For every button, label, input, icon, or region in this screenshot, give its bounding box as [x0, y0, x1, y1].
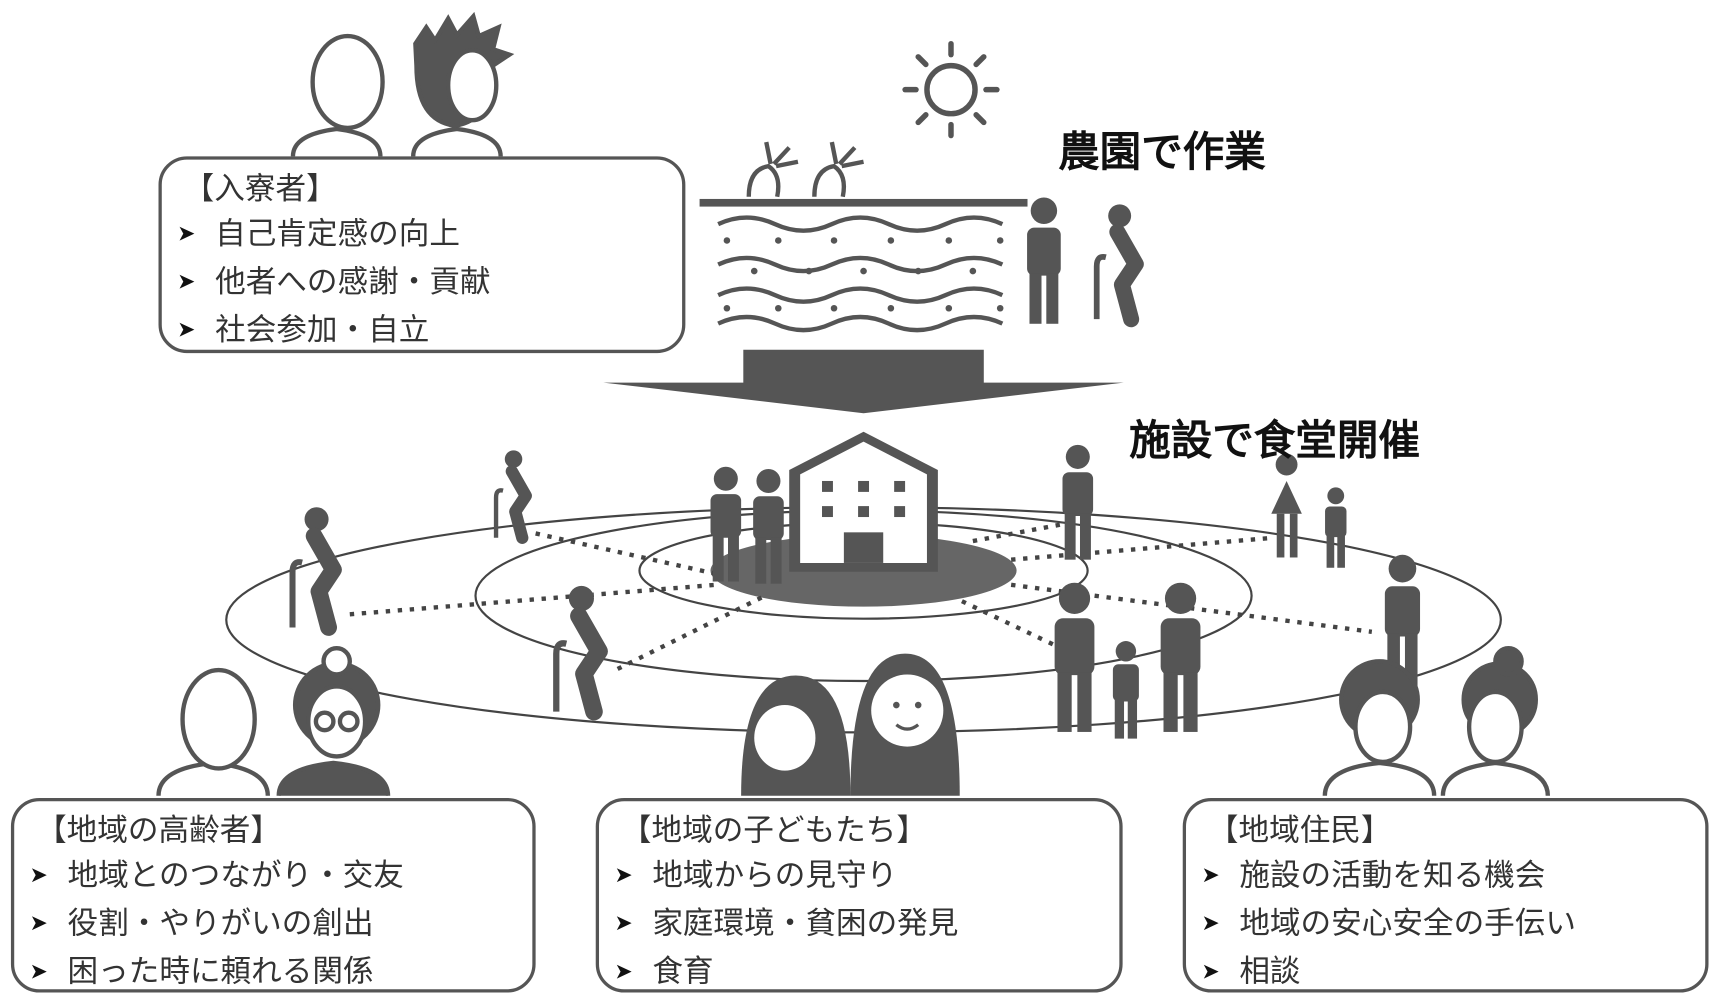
local-resident-avatars	[1322, 646, 1551, 796]
list-item: 食育	[614, 949, 1104, 997]
list-item: 施設の活動を知る機会	[1201, 853, 1690, 901]
list-item: 社会参加・自立	[177, 307, 667, 355]
cafeteria-heading: 施設で食堂開催	[1129, 416, 1420, 465]
list-item: 地域の安心安全の手伝い	[1201, 901, 1690, 949]
local-residents-box: 【地域住民】 施設の活動を知る機会 地域の安心安全の手伝い 相談	[1182, 797, 1709, 993]
carrot-icon	[746, 141, 864, 198]
box-title: 【入寮者】	[183, 170, 337, 207]
down-arrow	[603, 349, 1124, 414]
elderly-box: 【地域の高齢者】 地域とのつながり・交友 役割・やりがいの創出 困った時に頼れる…	[10, 797, 536, 993]
farm-workers-icon	[1027, 198, 1136, 324]
children-avatars	[741, 653, 960, 796]
sun-icon	[902, 40, 1000, 139]
resident-avatars	[290, 11, 515, 157]
farm-work-heading: 農園で作業	[1058, 127, 1266, 176]
list-item: 自己肯定感の向上	[177, 211, 667, 259]
farm-field-icon	[699, 141, 1028, 333]
box-title: 【地域住民】	[1207, 812, 1392, 849]
elderly-avatars	[156, 646, 391, 796]
list-item: 他者への感謝・貢献	[177, 259, 667, 307]
list-item: 地域からの見守り	[614, 853, 1104, 901]
list-item: 家庭環境・貧困の発見	[614, 901, 1104, 949]
list-item: 相談	[1201, 949, 1690, 997]
residents-box: 【入寮者】 自己肯定感の向上 他者への感謝・貢献 社会参加・自立	[158, 156, 686, 355]
children-box: 【地域の子どもたち】 地域からの見守り 家庭環境・貧困の発見 食育	[595, 797, 1123, 993]
list-item: 困った時に頼れる関係	[30, 949, 518, 997]
box-title: 【地域の子どもたち】	[620, 812, 927, 849]
list-item: 地域とのつながり・交友	[30, 853, 518, 901]
box-title: 【地域の高齢者】	[36, 812, 281, 849]
community-people-icons	[293, 445, 1421, 739]
list-item: 役割・やりがいの創出	[30, 901, 518, 949]
facility-building-icon	[789, 431, 938, 572]
